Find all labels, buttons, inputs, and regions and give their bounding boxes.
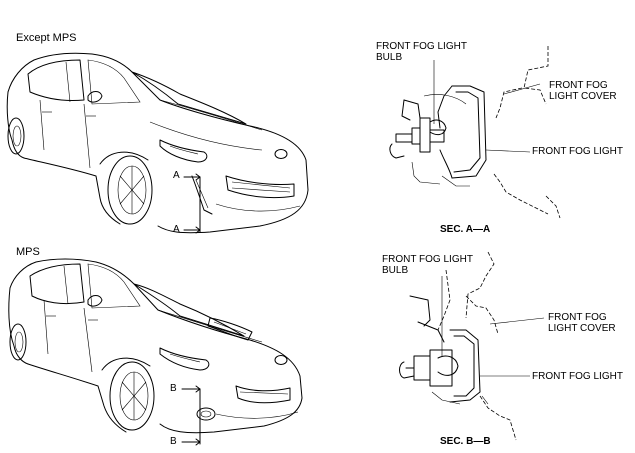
- section-a-marker-bottom: A: [173, 224, 180, 235]
- sec-a-light-label: FRONT FOG LIGHT: [532, 146, 623, 157]
- section-a-drawing: [389, 46, 561, 219]
- section-b-marker-top: B: [170, 383, 177, 394]
- sec-b-cover-label: FRONT FOG LIGHT COVER: [548, 312, 616, 334]
- car-mps-body: [8, 258, 303, 434]
- car-except-mps-body: [6, 52, 309, 234]
- variant-label-mps: MPS: [16, 246, 40, 258]
- sec-b-bulb-label: FRONT FOG LIGHT BULB: [382, 254, 473, 276]
- sec-b-caption: SEC. B—B: [440, 436, 491, 447]
- section-b-drawing: [399, 251, 545, 441]
- section-b-marker-bottom: B: [170, 436, 177, 447]
- section-a-cut-lines: [183, 173, 201, 234]
- variant-label-except-mps: Except MPS: [16, 32, 77, 44]
- section-b-cut-lines: [181, 385, 201, 446]
- section-a-marker-top: A: [173, 170, 180, 181]
- sec-b-light-label: FRONT FOG LIGHT: [532, 371, 623, 382]
- sec-a-bulb-label: FRONT FOG LIGHT BULB: [376, 41, 467, 63]
- sec-a-caption: SEC. A—A: [440, 224, 491, 235]
- sec-a-cover-label: FRONT FOG LIGHT COVER: [549, 80, 617, 102]
